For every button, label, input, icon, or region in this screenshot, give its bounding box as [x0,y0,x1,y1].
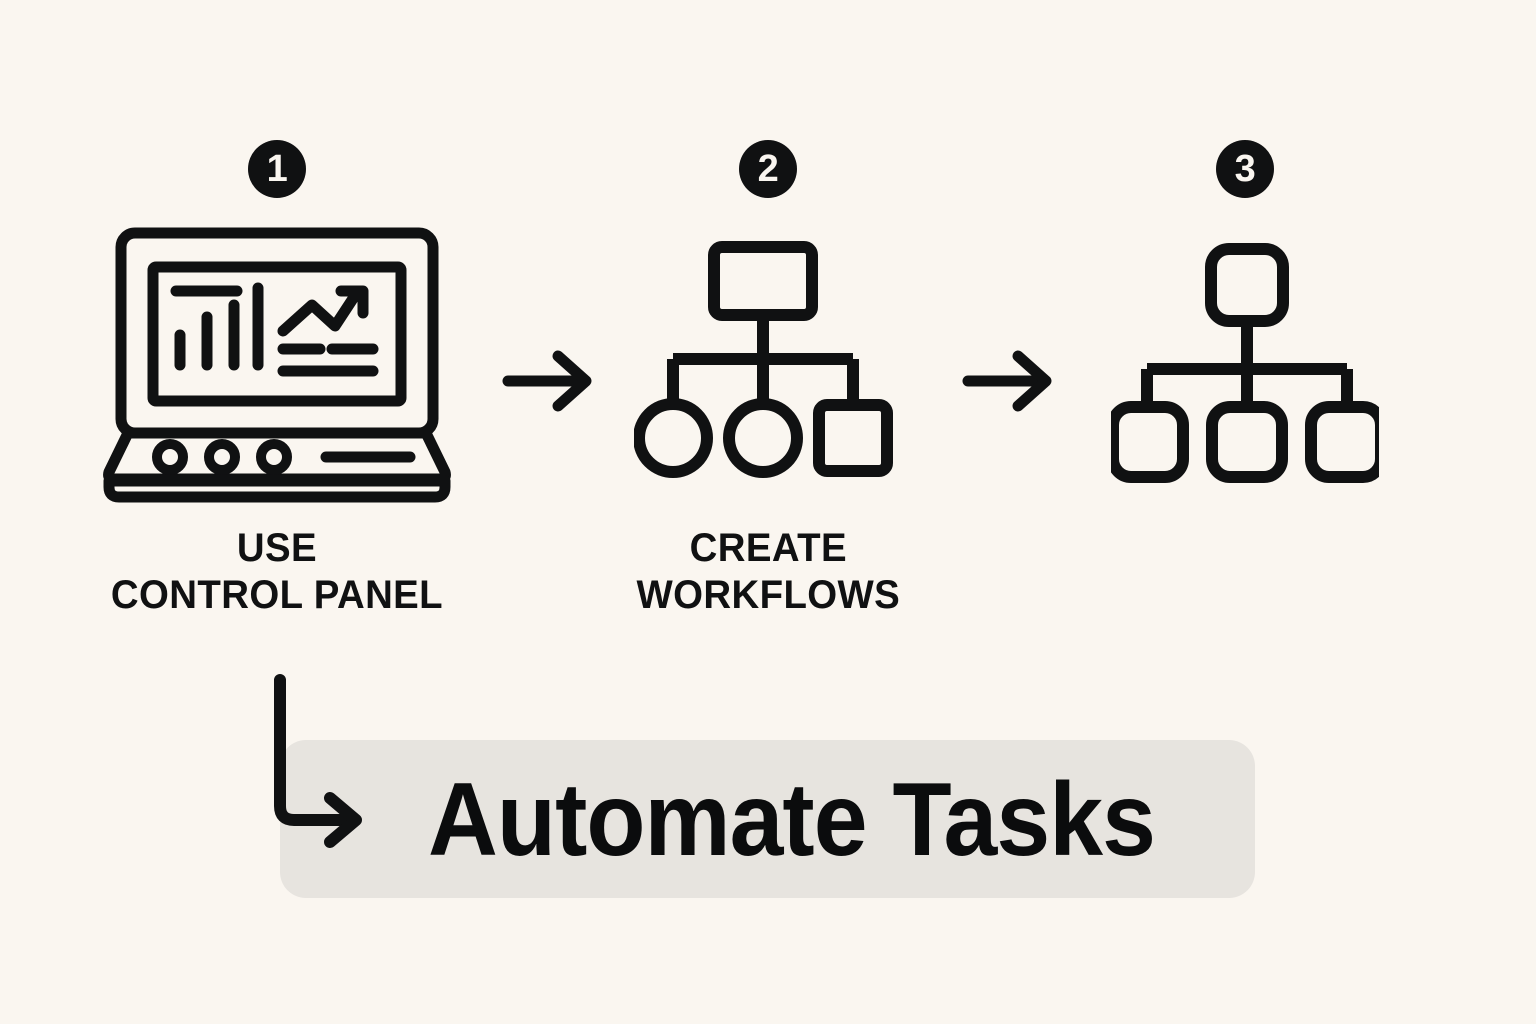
step-1-badge: 1 [248,140,306,198]
elbow-down-right-arrow-icon [258,668,388,858]
arrow-step2-to-step3-icon [960,345,1060,422]
workflow-hierarchy-icon [634,225,902,503]
step-2-label: CREATE WORKFLOWS [636,525,900,619]
step-2-badge: 2 [739,140,797,198]
step-2-group: 2 CREATE WORKFLOWS [568,140,968,619]
step-1-label: USE CONTROL PANEL [111,525,443,619]
step-3-badge: 3 [1216,140,1274,198]
node-tree-icon [1111,225,1379,503]
step-3-group: 3 [1045,140,1445,503]
step-1-group: 1 [77,140,477,619]
step-1-label-line1: USE [236,526,318,570]
step-2-label-line2: WORKFLOWS [636,573,900,618]
arrow-step1-to-step2-icon [500,345,600,422]
laptop-dashboard-icon [101,225,453,503]
callout-band [280,740,1255,898]
step-1-label-line2: CONTROL PANEL [110,573,444,618]
callout-text: Automate Tasks [428,762,1156,878]
step-2-label-line1: CREATE [689,526,847,570]
